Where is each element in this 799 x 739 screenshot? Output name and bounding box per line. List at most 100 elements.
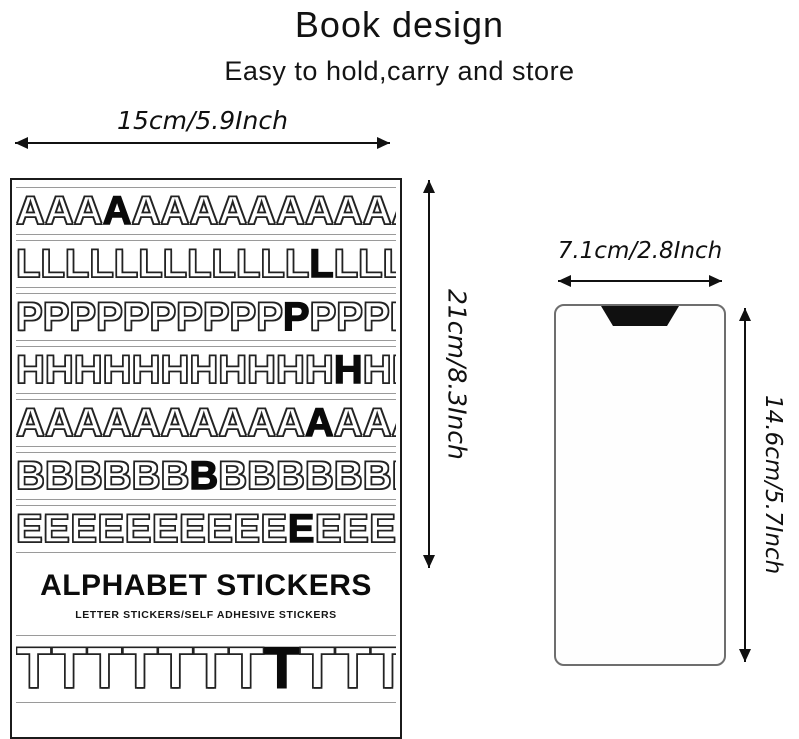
book-height-label: 14.6cm/5.7Inch [760,395,786,575]
outline-letter: A [131,188,161,233]
sheet-height-label-box: 21cm/8.3Inch [440,180,474,568]
outline-letter: L [137,241,163,286]
outline-letter: B [102,453,132,498]
book-width-arrow [558,275,722,287]
solid-letter-t: T [263,636,300,701]
outline-letter: E [70,506,98,551]
outline-letter: A [160,400,190,445]
letter-row-a: AAAAAAAAAAAAAAAAA [16,187,396,235]
outline-letter: T [51,636,88,701]
outline-letter: H [73,347,103,392]
outline-letter: A [131,400,161,445]
outline-letter: L [162,241,188,286]
solid-letter-b: B [189,453,219,498]
outline-letter: L [211,241,237,286]
outline-letter: A [333,188,363,233]
letter-rows-bottom: TTTTTTTTTTTTTTTTTTTTTTT [16,635,396,703]
outline-letter: E [42,506,70,551]
outline-letter: A [73,400,103,445]
outline-letter: A [391,188,396,233]
book-height-arrow [739,308,751,662]
outline-letter: A [44,188,74,233]
outline-letter: L [64,241,90,286]
letter-row-t: TTTTTTTTTTTTTTTTTTTTTTT [16,635,396,703]
letter-row-l: LLLLLLLLLLLLLLLLLLLLL [16,240,396,288]
book-width-label: 7.1cm/2.8Inch [557,238,723,264]
outline-letter: A [362,188,392,233]
outline-letter: B [44,453,74,498]
solid-letter-a: A [102,188,132,233]
sheet-subtitle: LETTER STICKERS/SELF ADHESIVE STICKERS [75,609,337,621]
outline-letter: E [124,506,152,551]
outline-letter: P [16,294,43,339]
outline-letter: E [178,506,206,551]
outline-letter: L [40,241,66,286]
solid-letter-p: P [282,294,310,339]
outline-letter: B [362,453,392,498]
outline-letter: A [304,188,334,233]
outline-letter: H [362,347,392,392]
outline-letter: A [189,188,219,233]
outline-letter: L [260,241,286,286]
outline-letter: P [69,294,97,339]
outline-letter: A [16,400,46,445]
outline-letter: T [228,636,265,701]
outline-letter: A [391,400,396,445]
outline-letter: B [160,453,190,498]
outline-letter: E [260,506,288,551]
sheet-title: ALPHABET STICKERS [40,569,372,602]
letter-rows-top: AAAAAAAAAAAAAAAAALLLLLLLLLLLLLLLLLLLLLPP… [16,187,396,553]
outline-letter: A [16,188,46,233]
outline-letter: B [246,453,277,498]
outline-letter: P [255,294,283,339]
sheet-width-arrow [15,137,390,149]
outline-letter: A [73,188,103,233]
outline-letter: A [333,400,363,445]
outline-letter: H [16,347,46,392]
outline-letter: P [149,294,177,339]
outline-letter: A [189,400,219,445]
outline-letter: B [275,453,305,498]
outline-letter: T [16,636,52,701]
outline-letter: A [246,400,277,445]
outline-letter: A [218,188,248,233]
outline-letter: E [151,506,179,551]
outline-letter: A [275,400,305,445]
outline-letter: T [122,636,159,701]
outline-letter: P [229,294,257,339]
sheet-height-label: 21cm/8.3Inch [442,288,472,460]
outline-letter: L [16,241,41,286]
sheet-width-label: 15cm/5.9Inch [117,106,288,135]
outline-letter: H [304,347,334,392]
outline-letter: E [341,506,369,551]
outline-letter: L [186,241,212,286]
letter-row-p: PPPPPPPPPPPPPPPPPPP [16,293,396,341]
outline-letter: T [157,636,194,701]
sticker-book [554,304,726,666]
outline-letter: A [44,400,74,445]
outline-letter: L [333,241,359,286]
page-title: Book design [294,4,505,45]
outline-letter: L [284,241,310,286]
outline-letter: B [218,453,248,498]
outline-letter: H [275,347,305,392]
outline-letter: L [113,241,139,286]
outline-letter: A [246,188,277,233]
outline-letter: E [16,506,43,551]
outline-letter: L [382,241,396,286]
outline-letter: L [89,241,115,286]
outline-letter: P [336,294,364,339]
book-notch [601,306,679,326]
outline-letter: P [95,294,123,339]
solid-letter-l: L [309,241,335,286]
solid-letter-e: E [287,506,315,551]
outline-letter: E [97,506,125,551]
outline-letter: H [246,347,277,392]
outline-letter: H [160,347,190,392]
outline-letter: H [44,347,74,392]
book-height-label-box: 14.6cm/5.7Inch [756,308,790,662]
outline-letter: H [218,347,248,392]
outline-letter: P [309,294,337,339]
outline-letter: E [206,506,234,551]
sheet-height-arrow [423,180,435,568]
